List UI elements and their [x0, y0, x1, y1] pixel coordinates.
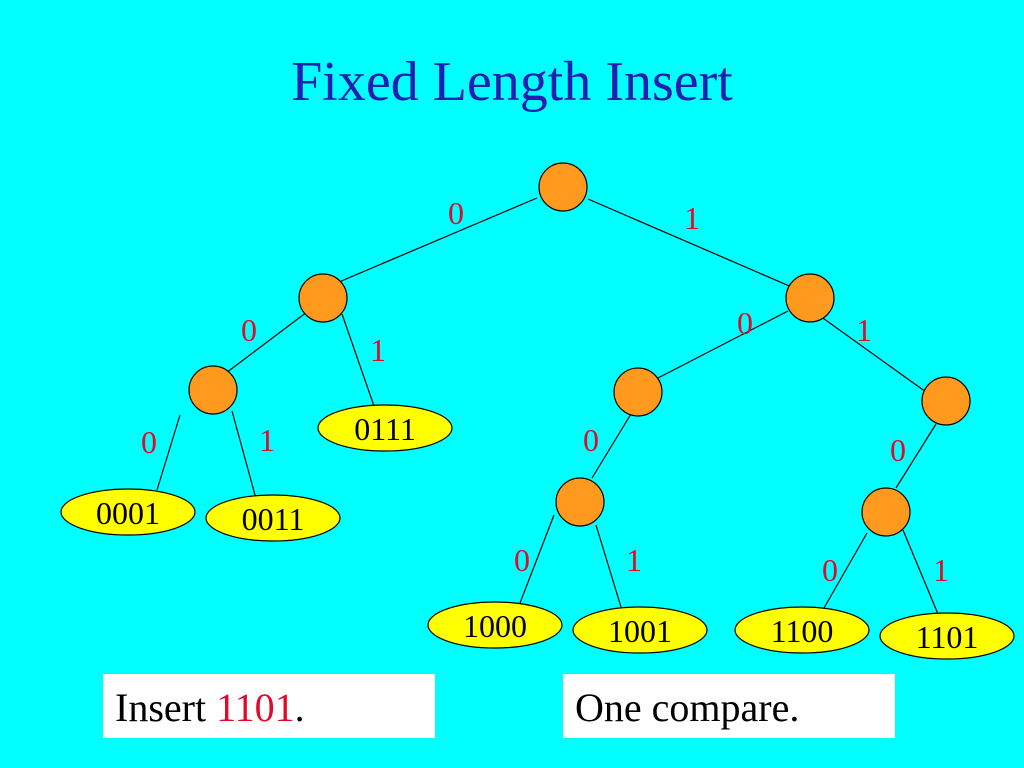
node-n11	[921, 376, 971, 426]
edge-root-n0	[338, 197, 538, 283]
slide-title: Fixed Length Insert	[291, 51, 733, 113]
edge-label-n00-l0011: 1	[259, 422, 275, 458]
edge-n110-l1100	[823, 532, 868, 609]
edge-label-n110-l1101: 1	[933, 552, 949, 588]
leaf-label-l0011: 0011	[242, 501, 305, 537]
edge-label-n0-l0111: 1	[370, 332, 386, 368]
edge-n100-l1000	[519, 514, 555, 604]
edge-label-root-n0: 0	[448, 195, 464, 231]
edge-label-root-n1: 1	[684, 200, 700, 236]
edge-n00-l0011	[231, 410, 256, 496]
compare-note: One compare.	[563, 674, 895, 738]
leaf-label-l1000: 1000	[463, 608, 527, 644]
insert-note: Insert 1101.	[103, 674, 435, 738]
leaf-label-l0111: 0111	[354, 411, 416, 447]
edge-label-n0-n00: 0	[241, 312, 257, 348]
edge-n100-l1001	[595, 524, 622, 608]
edge-n1-n10	[657, 310, 789, 379]
edge-label-n11-n110: 0	[890, 432, 906, 468]
leaf-label-l1100: 1100	[771, 613, 834, 649]
node-root	[538, 162, 588, 212]
leaf-l1100	[734, 606, 870, 654]
node-n0	[298, 273, 348, 323]
edge-n11-n110	[895, 423, 937, 489]
leaf-label-l0001: 0001	[96, 495, 160, 531]
insert-note-key: 1101	[216, 685, 295, 730]
edge-n10-n100	[591, 413, 632, 479]
edge-label-n100-l1000: 0	[514, 542, 530, 578]
node-n00	[188, 365, 238, 415]
node-n1	[785, 273, 835, 323]
node-n110	[861, 487, 911, 537]
leaf-label-l1001: 1001	[608, 613, 672, 649]
edge-n0-n00	[225, 311, 308, 374]
edge-n0-l0111	[341, 313, 375, 407]
leaf-l0011	[205, 494, 341, 542]
node-n100	[555, 477, 605, 527]
edge-label-n100-l1001: 1	[626, 542, 642, 578]
edge-label-n00-l0001: 0	[141, 424, 157, 460]
edge-root-n1	[587, 198, 795, 289]
leaf-l1101	[879, 612, 1015, 660]
edge-label-n110-l1100: 0	[822, 552, 838, 588]
leaf-l1000	[427, 601, 563, 649]
insert-note-suffix: .	[294, 685, 305, 730]
leaf-l0001	[60, 488, 196, 536]
leaf-label-l1101: 1101	[916, 619, 979, 655]
edge-label-n1-n10: 0	[737, 305, 753, 341]
leaf-l1001	[572, 606, 708, 654]
edge-n1-n11	[819, 315, 927, 393]
edge-n110-l1101	[902, 529, 939, 615]
node-n10	[613, 367, 663, 417]
leaf-l0111	[317, 404, 453, 452]
edge-n00-l0001	[156, 414, 181, 491]
insert-note-prefix: Insert	[115, 685, 217, 730]
edge-label-n1-n11: 1	[856, 312, 872, 348]
edge-label-n10-n100: 0	[583, 422, 599, 458]
